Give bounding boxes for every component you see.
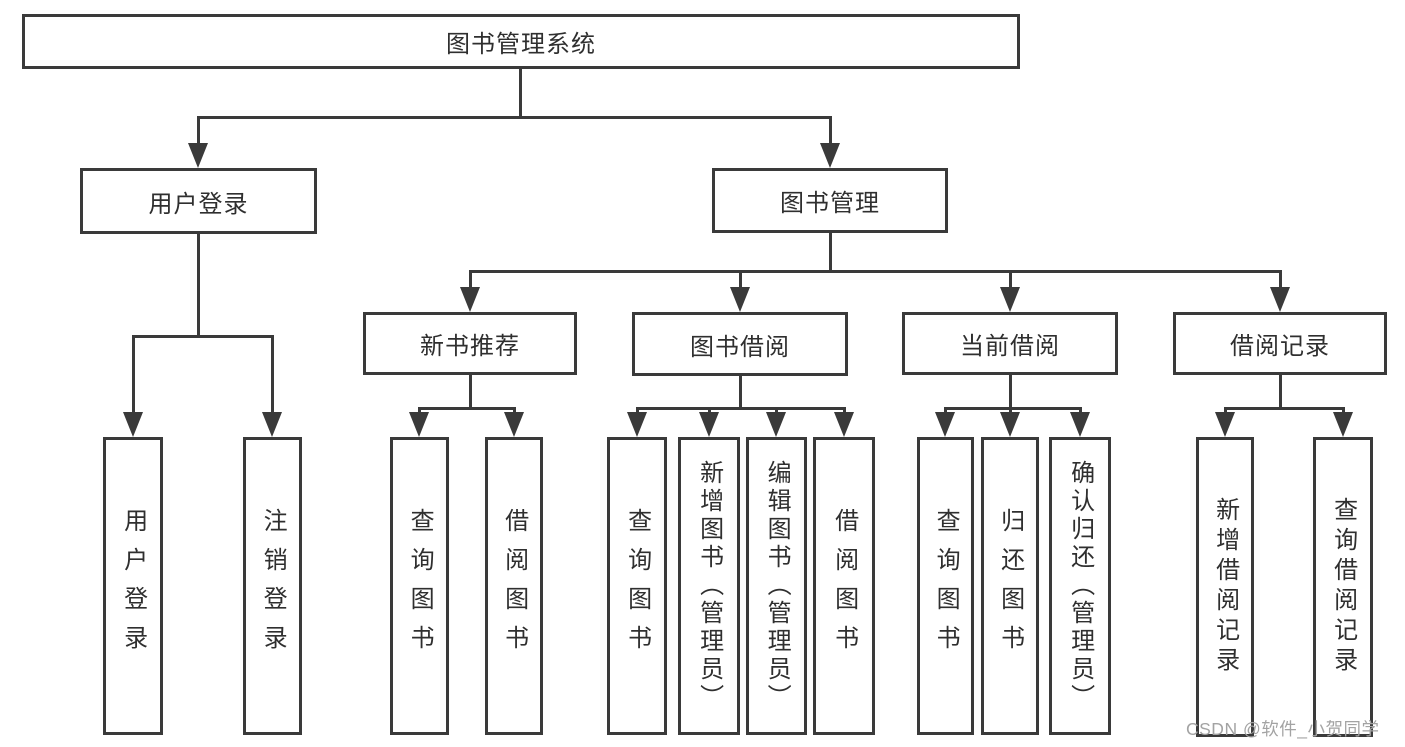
arrow-down-icon <box>1070 412 1090 437</box>
connector-hline <box>132 335 274 338</box>
node-book-borrowing: 图书借阅 <box>632 312 848 376</box>
connector-vline <box>1009 407 1012 415</box>
arrow-down-icon <box>834 412 854 437</box>
arrow-down-icon <box>1270 287 1290 312</box>
leaf-label: 编辑图书（管理员） <box>763 460 791 712</box>
leaf-label: 查询图书 <box>623 508 651 664</box>
node-label: 当前借阅 <box>960 333 1060 360</box>
leaf-label: 查询图书 <box>406 508 434 664</box>
leaf-label: 查询借阅记录 <box>1329 497 1357 677</box>
connector-hline <box>944 407 1082 410</box>
arrow-down-icon <box>1000 412 1020 437</box>
leaf-label: 新增借阅记录 <box>1211 497 1239 677</box>
connector-hline <box>418 407 516 410</box>
connector-vline <box>829 116 832 146</box>
arrow-down-icon <box>730 287 750 312</box>
node-new-book-recommendation: 新书推荐 <box>363 312 577 375</box>
arrow-down-icon <box>188 143 208 168</box>
connector-vline <box>1279 374 1282 410</box>
connector-vline <box>1342 407 1345 415</box>
node-user-login: 用户登录 <box>80 168 317 234</box>
arrow-down-icon <box>504 412 524 437</box>
leaf-edit-books-admin: 编辑图书（管理员） <box>746 437 807 735</box>
connector-vline <box>1009 374 1012 410</box>
connector-vline <box>197 233 200 337</box>
leaf-label: 确认归还（管理员） <box>1066 460 1094 712</box>
connector-vline <box>1079 407 1082 415</box>
node-borrowing-records: 借阅记录 <box>1173 312 1387 375</box>
arrow-down-icon <box>1000 287 1020 312</box>
arrow-down-icon <box>766 412 786 437</box>
arrow-down-icon <box>460 287 480 312</box>
leaf-query-borrow-record: 查询借阅记录 <box>1313 437 1373 737</box>
leaf-borrow-books: 借阅图书 <box>813 437 875 735</box>
leaf-query-books-recommend: 查询图书 <box>390 437 449 735</box>
connector-vline <box>519 67 522 119</box>
node-current-borrowing: 当前借阅 <box>902 312 1118 375</box>
connector-hline <box>197 116 831 119</box>
connector-vline <box>271 335 274 415</box>
node-label: 图书借阅 <box>690 333 790 361</box>
connector-vline <box>418 407 421 415</box>
leaf-return-books: 归还图书 <box>981 437 1039 735</box>
connector-vline <box>513 407 516 415</box>
leaf-confirm-return-admin: 确认归还（管理员） <box>1049 437 1111 735</box>
node-label: 图书管理系统 <box>446 31 596 58</box>
arrow-down-icon <box>1333 412 1353 437</box>
leaf-logout: 注销登录 <box>243 437 302 735</box>
connector-vline <box>775 407 778 415</box>
arrow-down-icon <box>935 412 955 437</box>
connector-vline <box>132 335 135 415</box>
connector-vline <box>1279 270 1282 290</box>
node-library-management-system: 图书管理系统 <box>22 14 1020 69</box>
connector-hline <box>636 407 846 410</box>
connector-vline <box>708 407 711 415</box>
leaf-borrow-books-recommend: 借阅图书 <box>485 437 543 735</box>
arrow-down-icon <box>1215 412 1235 437</box>
connector-vline <box>843 407 846 415</box>
node-label: 用户登录 <box>148 190 249 218</box>
connector-vline <box>739 374 742 410</box>
leaf-add-borrow-record: 新增借阅记录 <box>1196 437 1254 737</box>
node-label: 新书推荐 <box>420 333 520 360</box>
leaf-label: 注销登录 <box>259 508 287 664</box>
node-label: 图书管理 <box>780 190 880 217</box>
arrow-down-icon <box>123 412 143 437</box>
connector-vline <box>829 232 832 273</box>
leaf-user-login: 用户登录 <box>103 437 163 735</box>
arrow-down-icon <box>262 412 282 437</box>
node-label: 借阅记录 <box>1230 333 1330 360</box>
connector-hline <box>469 270 1282 273</box>
connector-hline <box>1224 407 1345 410</box>
node-book-management: 图书管理 <box>712 168 948 233</box>
leaf-label: 新增图书（管理员） <box>695 460 723 712</box>
arrow-down-icon <box>820 143 840 168</box>
arrow-down-icon <box>699 412 719 437</box>
connector-vline <box>469 270 472 290</box>
csdn-watermark: CSDN @软件_小贺同学 <box>1186 719 1380 739</box>
leaf-label: 归还图书 <box>996 508 1024 664</box>
connector-vline <box>1009 270 1012 290</box>
leaf-label: 用户登录 <box>119 508 147 664</box>
leaf-add-books-admin: 新增图书（管理员） <box>678 437 740 735</box>
leaf-label: 借阅图书 <box>500 508 528 664</box>
connector-vline <box>469 374 472 410</box>
connector-vline <box>944 407 947 415</box>
connector-vline <box>197 116 200 146</box>
connector-vline <box>636 407 639 415</box>
connector-vline <box>739 270 742 290</box>
leaf-label: 查询图书 <box>932 508 960 664</box>
leaf-query-books-borrow: 查询图书 <box>607 437 667 735</box>
arrow-down-icon <box>409 412 429 437</box>
leaf-query-books-current: 查询图书 <box>917 437 974 735</box>
leaf-label: 借阅图书 <box>830 508 858 664</box>
connector-vline <box>1224 407 1227 415</box>
arrow-down-icon <box>627 412 647 437</box>
